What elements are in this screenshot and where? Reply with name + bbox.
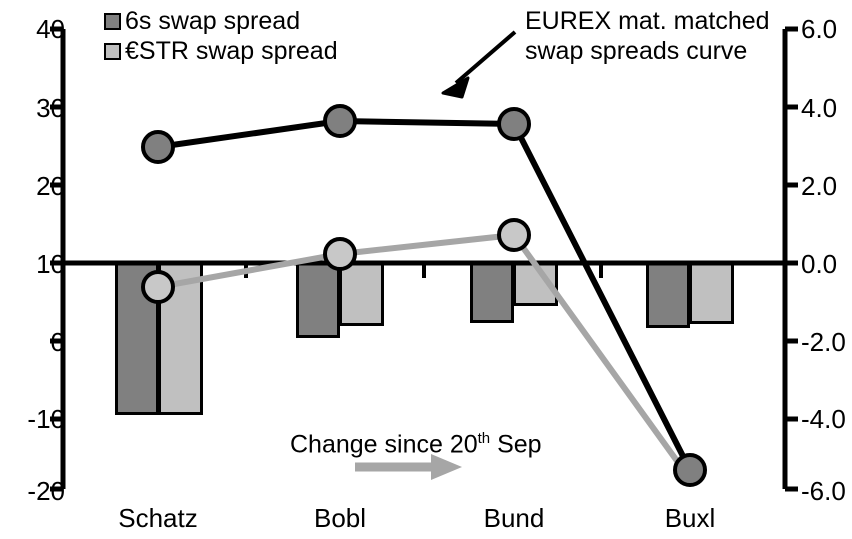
chart-legend: 6s swap spread €STR swap spread [104, 6, 338, 66]
right-axis-tick-m2: -2.0 [801, 327, 846, 357]
right-axis-tick-6: 6.0 [801, 14, 838, 44]
right-axis-tick-m4: -4.0 [801, 404, 846, 434]
bar-6s-buxl [646, 262, 690, 328]
estr-swap-spreads-line [157, 232, 693, 481]
eurex-marker-buxl [673, 453, 707, 487]
change-since-annotation: Change since 20th Sep [290, 425, 542, 458]
x-axis-label-buxl: Buxl [664, 503, 716, 533]
x-axis-label-bund: Bund [483, 503, 545, 533]
change-since-suffix: Sep [490, 430, 542, 459]
legend-item-estr: €STR swap spread [104, 36, 338, 66]
change-since-superscript: th [477, 430, 491, 447]
estr-marker-bobl [323, 237, 357, 271]
legend-label-estr: €STR swap spread [125, 36, 338, 65]
right-axis-tick-2: 2.0 [801, 171, 838, 201]
eurex-annotation: EUREX mat. matched swap spreads curve [525, 6, 770, 66]
right-axis-tick-0: 0.0 [801, 249, 838, 279]
eurex-line-markers [141, 104, 707, 487]
eurex-annotation-line1: EUREX mat. matched [525, 7, 770, 35]
change-since-arrow [355, 454, 462, 480]
bar-6s-bund [470, 262, 514, 323]
bar-6s-bobl [296, 262, 340, 338]
legend-label-6s: 6s swap spread [125, 6, 301, 35]
legend-item-6s: 6s swap spread [104, 6, 338, 36]
right-axis-ticks [785, 26, 798, 492]
legend-swatch-6s [104, 12, 121, 30]
right-axis-tick-4: 4.0 [801, 93, 838, 123]
eurex-marker-bobl [323, 104, 357, 138]
eurex-annotation-arrow [441, 30, 517, 99]
left-axis-ticks [50, 26, 63, 492]
right-axis-tick-m6: -6.0 [801, 476, 846, 506]
legend-swatch-estr [104, 42, 121, 60]
x-axis-label-schatz: Schatz [118, 503, 198, 533]
eurex-annotation-line2: swap spreads curve [525, 37, 748, 65]
estr-line-markers [141, 218, 531, 304]
eurex-marker-bund [497, 107, 531, 141]
change-since-prefix: Change since 20 [290, 430, 478, 459]
estr-marker-bund [497, 218, 531, 252]
x-axis-label-bobl: Bobl [313, 503, 367, 533]
eurex-swap-spreads-line [157, 118, 693, 472]
estr-marker-schatz [141, 270, 175, 304]
eurex-marker-schatz [141, 130, 175, 164]
